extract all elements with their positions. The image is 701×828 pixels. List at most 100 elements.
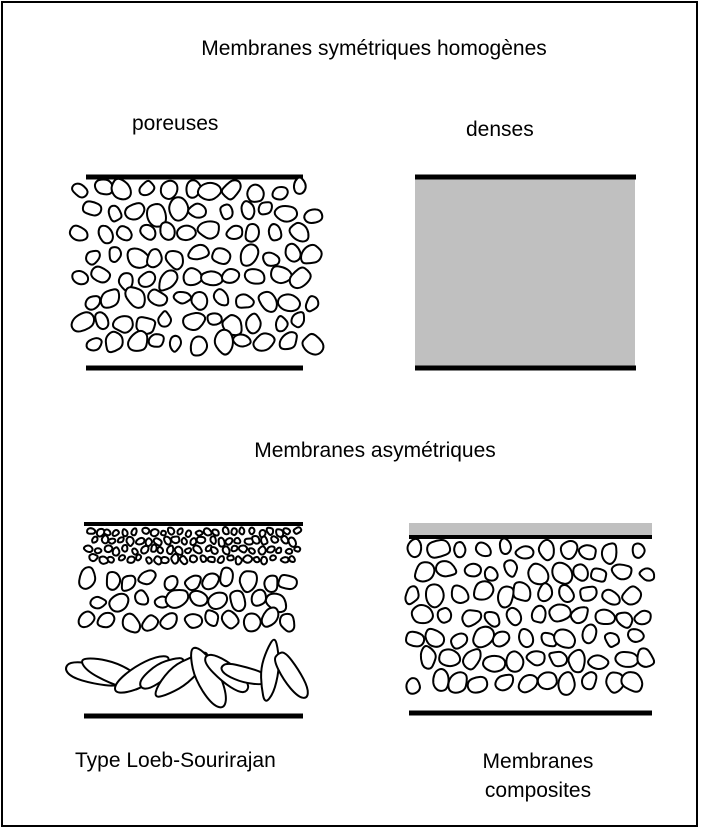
pore-fine — [292, 526, 303, 535]
pore — [483, 611, 501, 628]
pore-fine — [209, 535, 217, 546]
pore-medium — [183, 613, 204, 629]
pore-fine — [209, 546, 219, 555]
pore-fine — [107, 537, 117, 545]
pore — [240, 200, 256, 221]
porous-label: poreuses — [132, 112, 219, 135]
pore — [267, 223, 283, 242]
pore-fine — [160, 555, 170, 565]
pore-fine — [159, 529, 167, 537]
pore — [196, 181, 223, 201]
pore-fine — [221, 545, 231, 556]
pore — [220, 179, 242, 201]
pore — [290, 311, 306, 329]
pore-medium — [278, 612, 296, 633]
pore — [145, 202, 167, 228]
pore-medium — [120, 574, 137, 592]
pore-medium — [263, 574, 279, 593]
pore — [405, 677, 421, 695]
pore-fine — [91, 535, 99, 544]
pore — [157, 310, 173, 328]
pore — [135, 316, 157, 335]
pore-medium — [242, 612, 262, 633]
pore-fine — [282, 527, 292, 536]
pore-fine — [165, 544, 175, 556]
pore — [419, 645, 437, 670]
pore — [514, 545, 535, 560]
pore — [243, 268, 266, 285]
pore-fine — [149, 528, 160, 538]
pore-fine — [131, 547, 139, 556]
pore — [70, 311, 96, 333]
pore — [137, 270, 157, 288]
pore — [557, 671, 576, 696]
pore — [505, 606, 523, 627]
porous-pores — [68, 176, 325, 357]
pore — [610, 563, 633, 581]
pore-fine — [247, 547, 256, 555]
composite-label: Membranes composites — [438, 747, 638, 805]
pore-medium — [164, 589, 190, 609]
pore — [601, 588, 621, 606]
pore — [257, 290, 278, 313]
pore-fine — [230, 544, 239, 553]
pore-elongated — [260, 638, 280, 702]
pore — [288, 266, 312, 290]
pore — [636, 647, 656, 668]
pore-fine — [211, 528, 220, 537]
pore — [304, 295, 320, 313]
pore — [182, 267, 203, 287]
pore-medium — [260, 606, 280, 628]
pore — [276, 293, 301, 313]
loeb-pores — [65, 526, 309, 709]
pore — [551, 561, 574, 585]
pore-fine — [284, 547, 294, 555]
pore-fine — [117, 554, 127, 562]
pore — [115, 225, 133, 242]
pore-fine — [237, 544, 249, 554]
composite-pores — [404, 537, 656, 696]
pore — [447, 671, 468, 694]
pore-fine — [121, 543, 129, 553]
pore-fine — [242, 554, 254, 564]
pore-fine — [121, 528, 129, 538]
pore — [200, 270, 224, 287]
pore — [172, 290, 193, 305]
pore — [466, 675, 489, 694]
pore-fine — [260, 535, 269, 546]
pore-medium — [183, 574, 202, 592]
pore-medium — [121, 612, 142, 634]
pore — [620, 671, 644, 693]
pore-medium — [105, 571, 122, 591]
pore-fine — [288, 555, 296, 564]
pore — [84, 295, 102, 311]
pore — [139, 223, 157, 241]
pore — [147, 288, 169, 307]
pore — [587, 654, 610, 670]
pore — [494, 673, 515, 692]
pore-medium — [204, 609, 220, 627]
pore — [245, 312, 262, 335]
pore — [159, 179, 179, 200]
pore-fine — [269, 554, 277, 562]
pore — [301, 332, 325, 356]
pore — [537, 582, 554, 603]
pore-fine — [287, 536, 298, 548]
pore — [189, 335, 209, 357]
pore-fine — [280, 534, 290, 545]
pore-fine — [195, 535, 207, 545]
pore-fine — [194, 529, 204, 537]
pore — [567, 648, 586, 674]
pore — [548, 603, 572, 623]
pore — [257, 201, 273, 216]
pore-fine — [270, 535, 280, 544]
pore — [93, 178, 114, 196]
dense-label: denses — [466, 118, 534, 141]
pore — [474, 541, 492, 558]
pore-medium — [159, 612, 178, 630]
pore — [553, 628, 577, 649]
pore-fine — [111, 528, 120, 537]
